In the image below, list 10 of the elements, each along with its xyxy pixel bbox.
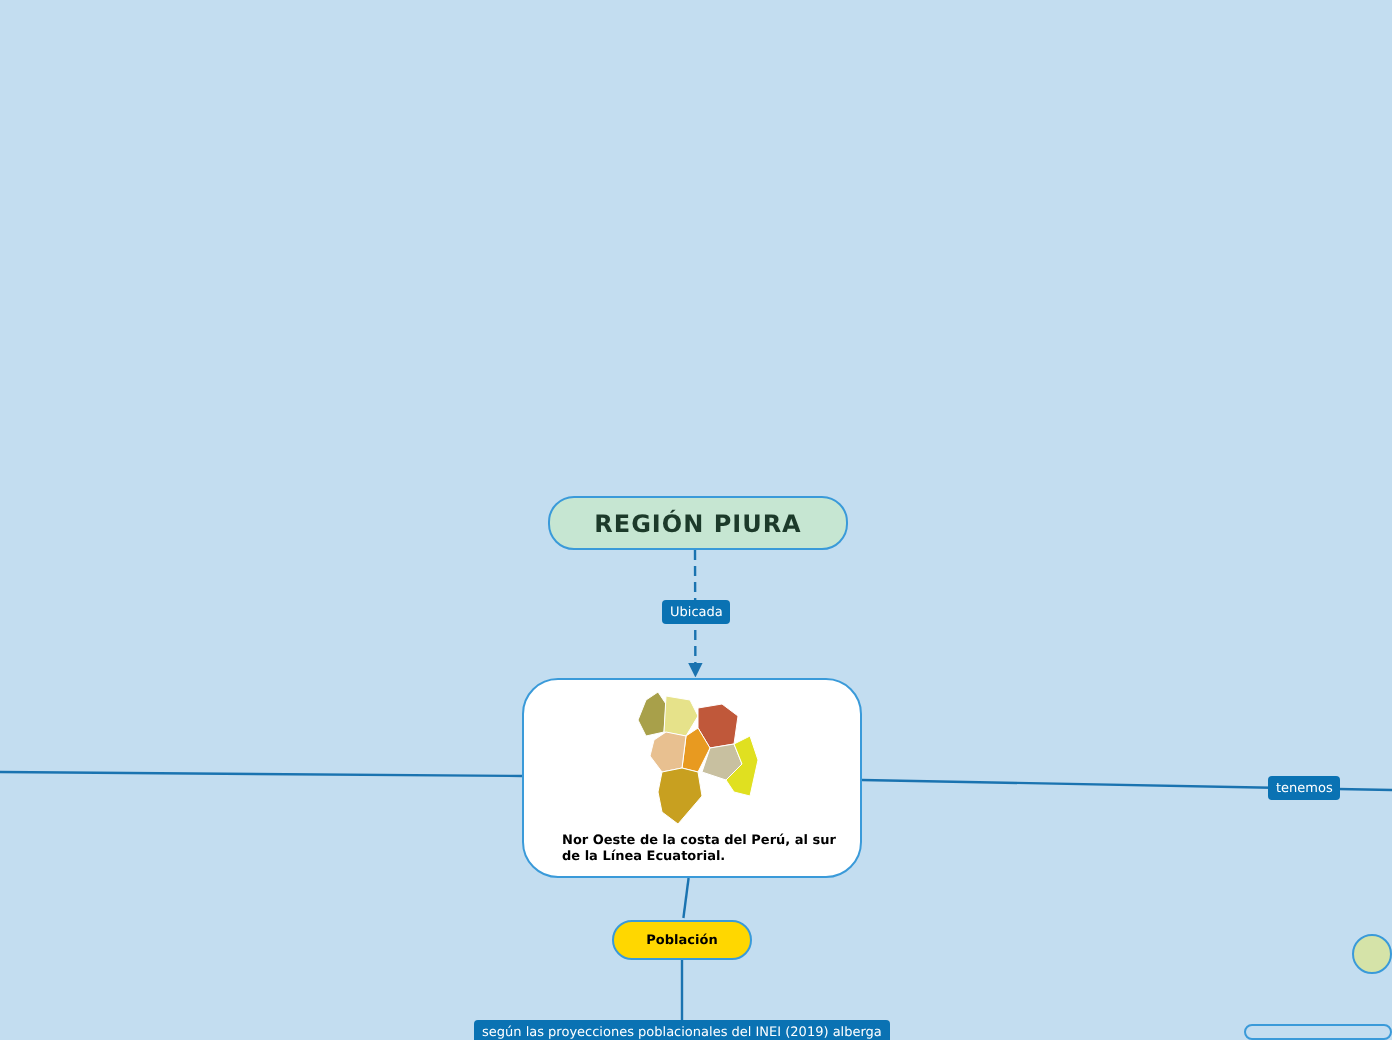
topic-box: [612, 920, 752, 960]
topic-box: [522, 678, 862, 878]
connector-line: [0, 770, 522, 778]
connector-line: [680, 960, 684, 1020]
arrow: [688, 550, 703, 678]
rounded-box: [1244, 1024, 1392, 1040]
connector-line: [682, 877, 690, 919]
topic-box: [548, 496, 848, 550]
node-text: REGIÓN PIURA: [592, 510, 804, 542]
circle-shape: [1352, 934, 1392, 974]
